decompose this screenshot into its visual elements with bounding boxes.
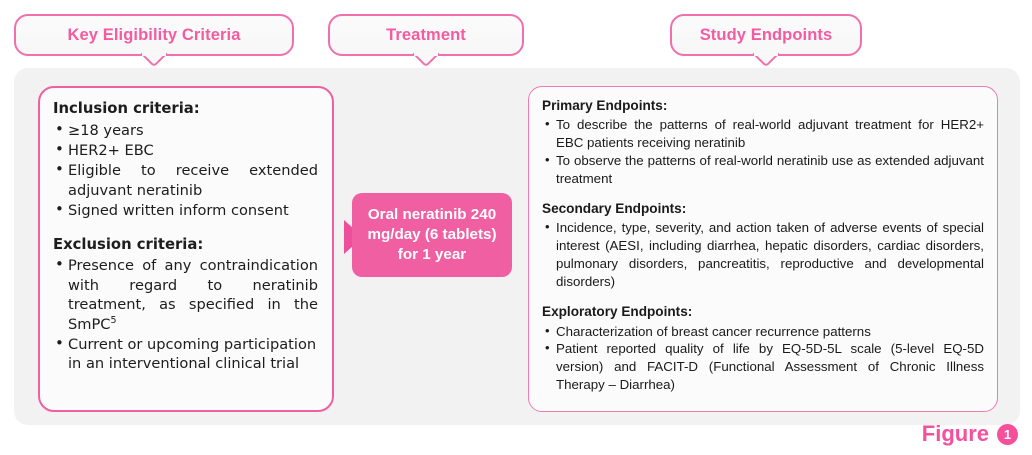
list-item: Characterization of breast cancer recurr… (542, 322, 984, 341)
list-item: Presence of any contraindication with re… (53, 255, 318, 334)
primary-endpoints-list: To describe the patterns of real-world a… (542, 115, 984, 188)
diagram-panel: Inclusion criteria: ≥18 years HER2+ EBC … (14, 68, 1020, 425)
exploratory-endpoints-list: Characterization of breast cancer recurr… (542, 322, 984, 395)
spacer (542, 188, 984, 200)
tab-treatment-label: Treatment (386, 25, 466, 44)
figure-label: Figure 1 (922, 421, 1018, 447)
treatment-box: Oral neratinib 240 mg/day (6 tablets) fo… (352, 193, 512, 277)
tab-study-endpoints: Study Endpoints (670, 14, 862, 67)
list-item: Signed written inform consent (53, 200, 318, 220)
list-item: HER2+ EBC (53, 140, 318, 160)
list-item: Incidence, type, severity, and action ta… (542, 218, 984, 291)
study-endpoints-box: Primary Endpoints: To describe the patte… (528, 86, 998, 412)
inclusion-criteria-list: ≥18 years HER2+ EBC Eligible to receive … (53, 120, 318, 221)
list-item: Current or upcoming participation in an … (53, 334, 318, 374)
list-item: To observe the patterns of real-world ne… (542, 151, 984, 188)
inclusion-criteria-heading: Inclusion criteria: (53, 100, 200, 117)
list-item: Eligible to receive extended adjuvant ne… (53, 160, 318, 200)
secondary-endpoints-list: Incidence, type, severity, and action ta… (542, 218, 984, 291)
exclusion-criteria-list: Presence of any contraindication with re… (53, 255, 318, 374)
tab-pointer-mask (754, 52, 778, 56)
spacer (53, 222, 318, 235)
exclusion-criteria-heading: Exclusion criteria: (53, 235, 204, 253)
spacer (542, 291, 984, 303)
treatment-text: Oral neratinib 240 mg/day (6 tablets) fo… (367, 205, 497, 264)
tab-key-eligibility-criteria: Key Eligibility Criteria (14, 14, 294, 67)
figure-number-badge: 1 (997, 423, 1018, 445)
tab-treatment: Treatment (328, 14, 524, 67)
list-item-text: Presence of any contraindication with re… (68, 257, 318, 333)
figure-label-text: Figure (921, 421, 989, 446)
secondary-endpoints-heading: Secondary Endpoints: (542, 201, 687, 217)
tab-key-eligibility-criteria-label: Key Eligibility Criteria (67, 25, 241, 44)
tab-pointer-mask (142, 52, 166, 56)
list-item: Patient reported quality of life by EQ-5… (542, 339, 984, 394)
tab-pointer-mask (414, 52, 438, 56)
footnote-marker: 5 (110, 314, 117, 326)
tab-study-endpoints-label: Study Endpoints (699, 25, 833, 44)
list-item: ≥18 years (53, 120, 318, 140)
primary-endpoints-heading: Primary Endpoints: (542, 98, 668, 113)
list-item: To describe the patterns of real-world a… (542, 115, 984, 152)
eligibility-criteria-box: Inclusion criteria: ≥18 years HER2+ EBC … (38, 86, 334, 412)
exploratory-endpoints-heading: Exploratory Endpoints: (542, 304, 693, 320)
